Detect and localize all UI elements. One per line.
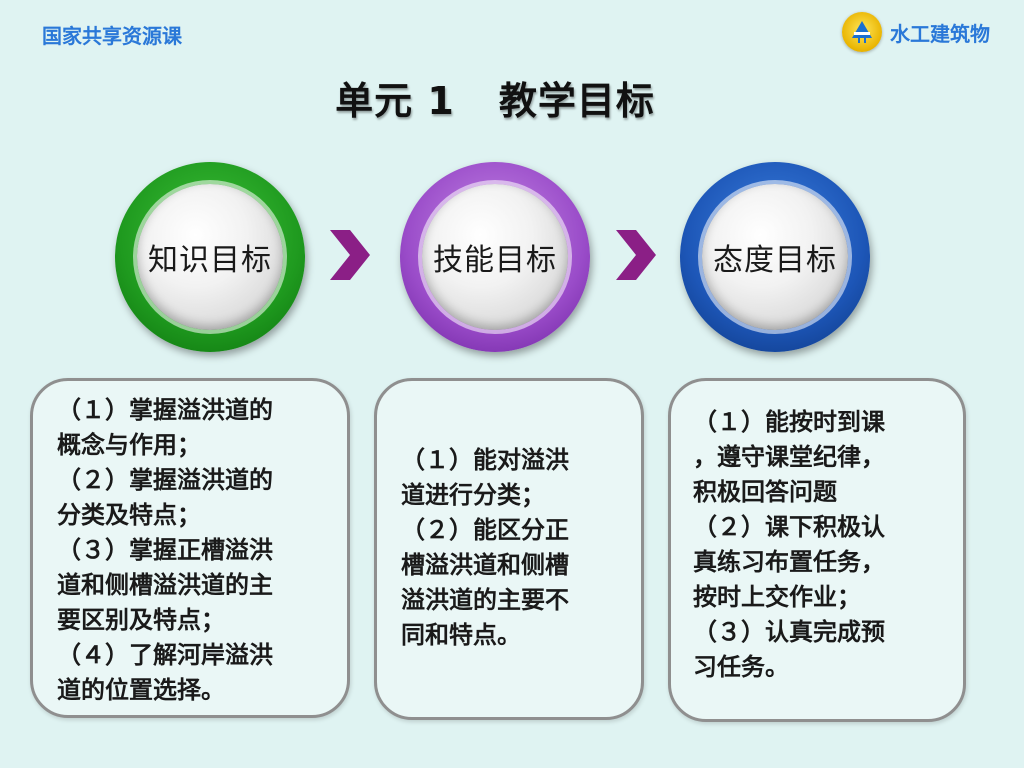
text-line: （２）掌握溢洪道的: [57, 463, 331, 498]
text-line: （１）能对溢洪: [401, 443, 619, 478]
emblem-logo-icon: [842, 12, 882, 52]
skill-goal-label: 技能目标: [433, 235, 557, 279]
attitude-goal-text: （１）能按时到课 ，遵守课堂纪律， 积极回答问题 （２）课下积极认 真练习布置任…: [693, 405, 945, 685]
text-line: （１）掌握溢洪道的: [57, 393, 331, 428]
text-line: ，遵守课堂纪律，: [693, 440, 945, 475]
topic-label: 教学目标: [499, 79, 655, 123]
knowledge-goal-box: （１）掌握溢洪道的 概念与作用； （２）掌握溢洪道的 分类及特点； （３）掌握正…: [30, 378, 350, 718]
course-label: 国家共享资源课: [42, 20, 182, 49]
text-line: 道的位置选择。: [57, 673, 331, 708]
skill-goal-box: （１）能对溢洪 道进行分类； （２）能区分正 槽溢洪道和侧槽 溢洪道的主要不 同…: [374, 378, 644, 720]
skill-goal-text: （１）能对溢洪 道进行分类； （２）能区分正 槽溢洪道和侧槽 溢洪道的主要不 同…: [401, 443, 619, 653]
knowledge-goal-text: （１）掌握溢洪道的 概念与作用； （２）掌握溢洪道的 分类及特点； （３）掌握正…: [57, 393, 331, 708]
text-line: 分类及特点；: [57, 498, 331, 533]
text-line: 概念与作用；: [57, 428, 331, 463]
text-line: 同和特点。: [401, 618, 619, 653]
text-line: 槽溢洪道和侧槽: [401, 548, 619, 583]
text-line: 按时上交作业；: [693, 580, 945, 615]
text-line: 道进行分类；: [401, 478, 619, 513]
unit-label: 单元 1: [335, 79, 455, 123]
text-line: （２）课下积极认: [693, 510, 945, 545]
text-line: 溢洪道的主要不: [401, 583, 619, 618]
chevron-right-icon: [612, 228, 658, 282]
attitude-goal-circle: 态度目标: [680, 162, 870, 352]
attitude-goal-box: （１）能按时到课 ，遵守课堂纪律， 积极回答问题 （２）课下积极认 真练习布置任…: [668, 378, 966, 722]
brand-header: 水工建筑物: [842, 12, 990, 52]
text-line: 真练习布置任务，: [693, 545, 945, 580]
text-line: （１）能按时到课: [693, 405, 945, 440]
text-line: （４）了解河岸溢洪: [57, 638, 331, 673]
text-line: 积极回答问题: [693, 475, 945, 510]
text-line: （２）能区分正: [401, 513, 619, 548]
text-line: 道和侧槽溢洪道的主: [57, 568, 331, 603]
brand-title: 水工建筑物: [890, 18, 990, 47]
knowledge-goal-label: 知识目标: [148, 235, 272, 279]
text-line: 习任务。: [693, 650, 945, 685]
page-title: 单元 1 教学目标: [0, 70, 990, 125]
text-line: （３）掌握正槽溢洪: [57, 533, 331, 568]
knowledge-goal-circle: 知识目标: [115, 162, 305, 352]
skill-goal-circle: 技能目标: [400, 162, 590, 352]
text-line: （３）认真完成预: [693, 615, 945, 650]
text-line: 要区别及特点；: [57, 603, 331, 638]
chevron-right-icon: [326, 228, 372, 282]
attitude-goal-label: 态度目标: [713, 235, 837, 279]
